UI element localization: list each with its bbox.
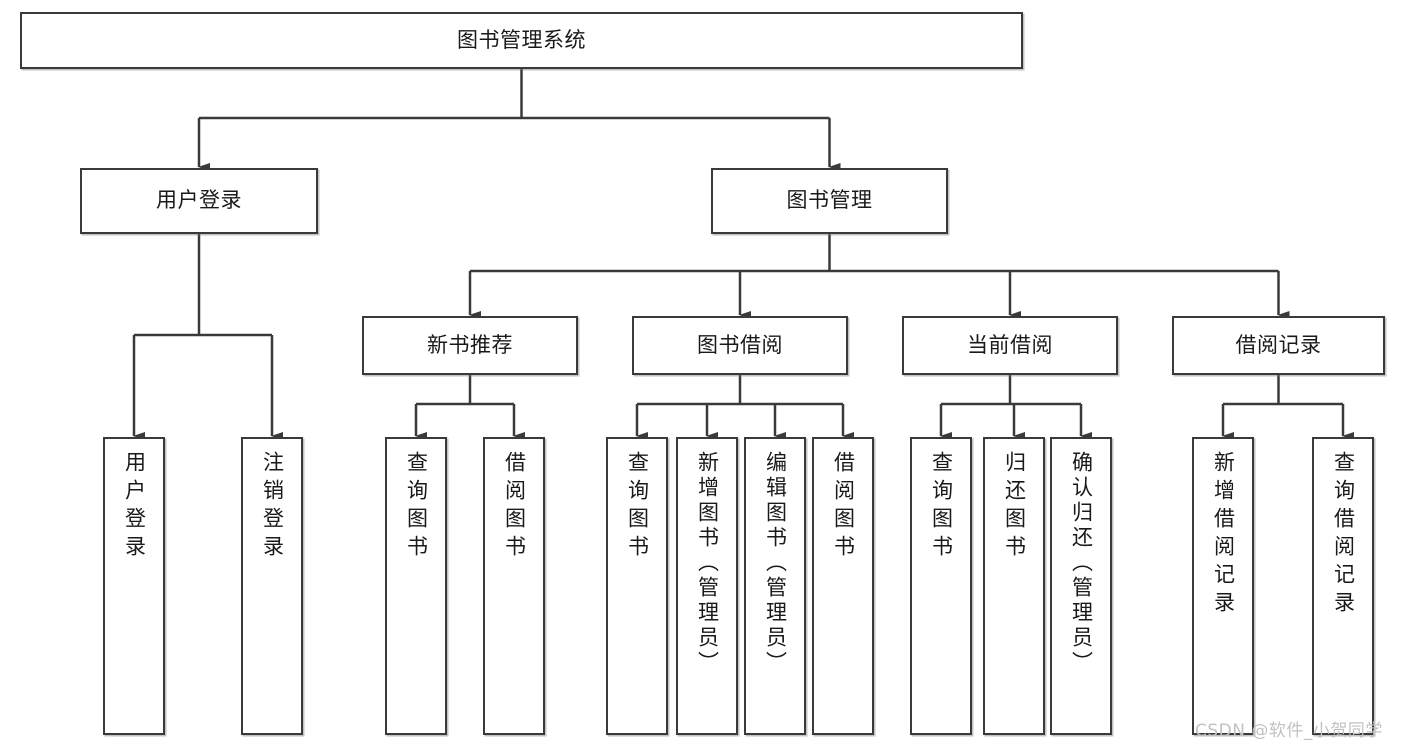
- node-leaf-edit-book[interactable]: 编辑图书（管理员）: [744, 437, 806, 735]
- node-label: 查询图书: [625, 451, 650, 563]
- node-leaf-query-book-3[interactable]: 查询图书: [910, 437, 972, 735]
- node-leaf-query-record[interactable]: 查询借阅记录: [1312, 437, 1374, 735]
- node-label: 借阅记录: [1235, 332, 1322, 357]
- node-borrow-record[interactable]: 借阅记录: [1172, 316, 1385, 375]
- node-label: 归还图书: [1002, 451, 1027, 563]
- node-label: 查询借阅记录: [1331, 451, 1356, 619]
- node-label: 查询图书: [404, 451, 429, 563]
- node-label: 查询图书: [929, 451, 954, 563]
- node-leaf-user-logout[interactable]: 注销登录: [241, 437, 303, 735]
- node-label: 图书借阅: [697, 332, 783, 357]
- node-leaf-add-book[interactable]: 新增图书（管理员）: [676, 437, 738, 735]
- node-leaf-query-book-1[interactable]: 查询图书: [385, 437, 447, 735]
- node-label: 新增借阅记录: [1211, 451, 1236, 619]
- node-label: 用户登录: [156, 188, 242, 213]
- node-label: 新增图书（管理员）: [695, 451, 720, 676]
- node-label: 图书管理: [786, 188, 873, 213]
- node-user-login[interactable]: 用户登录: [80, 168, 318, 234]
- node-leaf-user-login[interactable]: 用户登录: [103, 437, 165, 735]
- node-leaf-borrow-book-1[interactable]: 借阅图书: [483, 437, 545, 735]
- node-leaf-add-record[interactable]: 新增借阅记录: [1192, 437, 1254, 735]
- node-leaf-confirm-return[interactable]: 确认归还（管理员）: [1050, 437, 1112, 735]
- node-label: 确认归还（管理员）: [1069, 451, 1094, 676]
- node-label: 当前借阅: [967, 332, 1053, 357]
- node-current-borrow[interactable]: 当前借阅: [902, 316, 1118, 375]
- node-label: 注销登录: [260, 451, 285, 563]
- node-leaf-query-book-2[interactable]: 查询图书: [606, 437, 668, 735]
- node-leaf-borrow-book-2[interactable]: 借阅图书: [812, 437, 874, 735]
- node-label: 编辑图书（管理员）: [763, 451, 788, 676]
- node-label: 借阅图书: [502, 451, 527, 563]
- node-label: 新书推荐: [427, 332, 513, 357]
- node-new-book-rec[interactable]: 新书推荐: [362, 316, 578, 375]
- node-leaf-return-book[interactable]: 归还图书: [983, 437, 1045, 735]
- node-root[interactable]: 图书管理系统: [20, 12, 1023, 69]
- node-label: 用户登录: [122, 451, 147, 563]
- node-book-manage[interactable]: 图书管理: [711, 168, 948, 234]
- node-label: 图书管理系统: [457, 27, 586, 52]
- node-book-borrow[interactable]: 图书借阅: [632, 316, 848, 375]
- connector-lines: [132, 69, 1354, 440]
- node-label: 借阅图书: [831, 451, 856, 563]
